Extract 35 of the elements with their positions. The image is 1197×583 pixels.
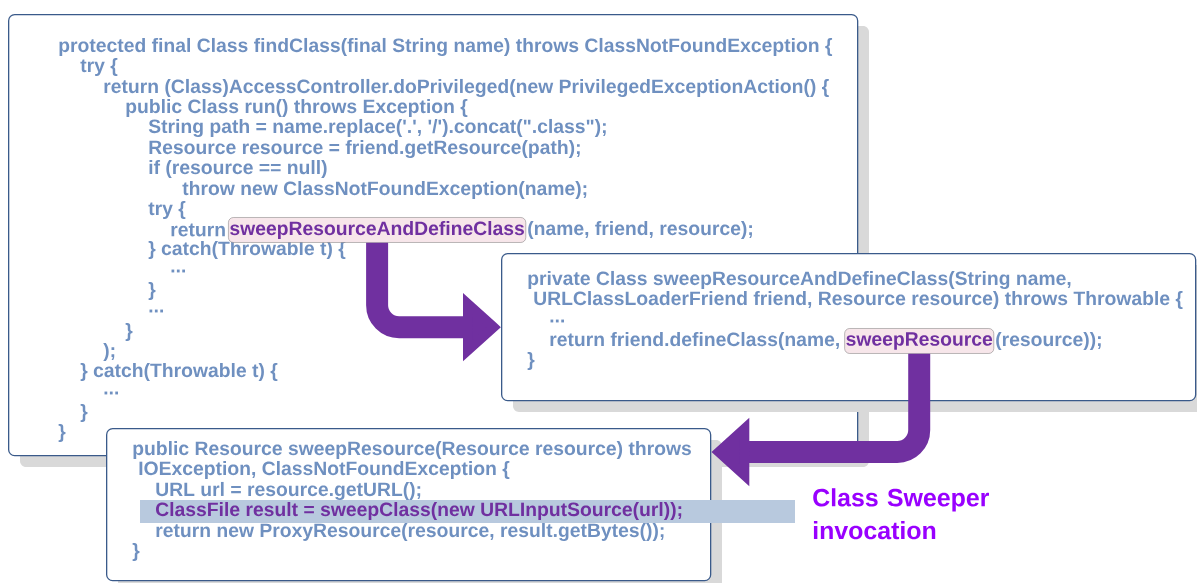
code-line: (name, friend, resource); [528,221,752,239]
code-line: public Resource sweepResource(Resource resource) throws [133,441,691,459]
code-line: return [171,223,225,237]
code-line: String path = name.replace('.', '/').concat(".class"); [148,118,606,138]
code-line: } [148,282,156,300]
code-line: ... [149,309,163,313]
code-line: return new ProxyResource(resource, result.getBytes()); [156,522,664,542]
code-line: throw new ClassNotFoundException(name); [182,181,587,199]
code-line: ); [103,343,115,361]
code-line: try { [148,201,186,219]
code-line: } [132,543,140,561]
code-line: } [80,404,88,422]
code-line: } [527,352,535,370]
code-line: ... [171,269,185,273]
code-line: URL url = resource.getURL(); [156,481,421,501]
code-line: private Class sweepResourceAndDefineClass(String name, [528,270,1071,290]
highlighted-call: sweepResource [844,328,994,354]
annotation: Class Sweeper invocation [813,488,989,540]
code-line: return (Class)AccessController.doPrivileged(new PrivilegedExceptionAction() { [104,78,829,98]
code-box [501,253,1197,412]
code-line: ... [104,391,118,395]
code-line: protected final Class findClass(final String name) throws ClassNotFoundException { [59,37,833,57]
code-line: IOException, ClassNotFoundException { [139,461,510,479]
code-line: } [58,424,66,442]
code-line: if (resource == null) [149,160,327,178]
code-line: public Class run() throws Exception { [126,99,468,117]
code-line: URLClassLoaderFriend friend, Resource resource) throws Throwable { [534,291,1183,309]
code-line: try { [80,58,118,76]
code-line: } catch(Throwable t) { [80,363,278,381]
code-line: } [125,323,133,341]
code-line: ... [550,319,564,323]
highlighted-call: sweepResourceAndDefineClass [228,217,526,243]
code-line: Resource resource = friend.getResource(path); [149,139,580,159]
code-line: return friend.defineClass(name, [550,332,839,350]
code-line: (resource)); [996,332,1101,350]
